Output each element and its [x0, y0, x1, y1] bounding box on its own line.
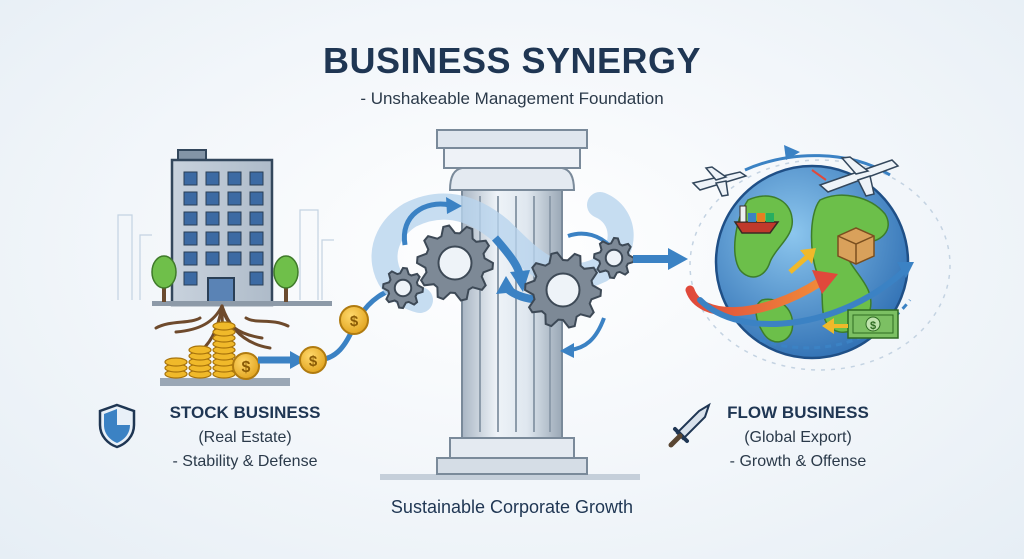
- svg-text:$: $: [870, 320, 876, 332]
- svg-text:$: $: [350, 313, 359, 330]
- flow-business-label: FLOW BUSINESS (Global Export) - Growth &…: [703, 403, 893, 471]
- background-skyline: [117, 209, 334, 300]
- gear-small-right-icon: [592, 236, 636, 280]
- gear-small-left-icon: [381, 266, 425, 310]
- flow-business-title: FLOW BUSINESS: [727, 403, 869, 422]
- stock-business-title: STOCK BUSINESS: [169, 403, 321, 422]
- stock-business-tagline: - Stability & Defense: [172, 453, 318, 470]
- stock-business-subtitle: (Real Estate): [198, 429, 292, 446]
- stock-business-label: STOCK BUSINESS (Real Estate) - Stability…: [150, 403, 340, 471]
- svg-text:$: $: [242, 359, 251, 376]
- bottom-caption: Sustainable Corporate Growth: [390, 497, 634, 517]
- flow-business-tagline: - Growth & Offense: [729, 453, 867, 470]
- globe-illustration: $: [685, 145, 951, 371]
- flow-business-subtitle: (Global Export): [744, 429, 852, 446]
- coin-flow-path: $ $: [258, 285, 401, 374]
- building-illustration: [151, 149, 332, 307]
- sword-icon: [668, 402, 711, 448]
- gear-left-icon: [415, 224, 495, 302]
- svg-text:$: $: [309, 353, 318, 370]
- synergy-gears: [371, 192, 688, 358]
- gear-right-icon: [523, 251, 603, 329]
- page-subtitle: - Unshakeable Management Foundation: [360, 89, 664, 108]
- coin-stacks: $: [160, 321, 290, 386]
- shield-icon: [98, 403, 136, 449]
- page-title: BUSINESS SYNERGY: [322, 40, 702, 81]
